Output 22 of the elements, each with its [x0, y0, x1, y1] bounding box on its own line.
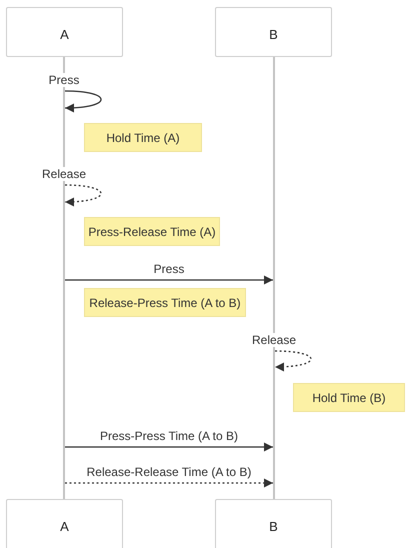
note-box: Press-Release Time (A) [84, 217, 220, 246]
self-message-arrow [64, 184, 102, 206]
edge-label: Release [250, 333, 298, 347]
message-arrow [65, 478, 273, 488]
note-box: Hold Time (A) [84, 123, 202, 152]
participant-box: B [215, 7, 332, 57]
edge-label: Release-Release Time (A to B) [86, 465, 252, 479]
message-arrow [65, 276, 273, 284]
edge-label: Press-Press Time (A to B) [98, 429, 240, 443]
participant-box: B [215, 499, 332, 548]
participant-box: A [6, 7, 123, 57]
edge-label: Release [40, 167, 88, 181]
note-box: Hold Time (B) [293, 383, 405, 412]
self-message-arrow [274, 350, 312, 372]
message-arrow [65, 442, 273, 452]
self-message-arrow [64, 90, 102, 112]
lifeline [273, 57, 275, 499]
lifeline [63, 57, 65, 499]
note-box: Release-Press Time (A to B) [84, 288, 246, 317]
edge-label: Press [152, 262, 186, 276]
edge-label: Press [48, 73, 80, 87]
participant-box: A [6, 499, 123, 548]
